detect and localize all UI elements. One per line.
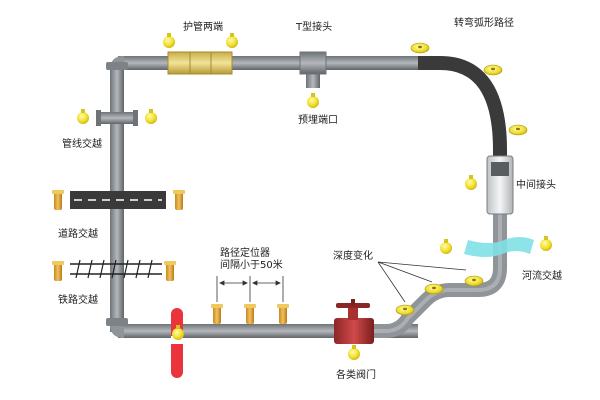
crossing-pipe	[98, 112, 136, 124]
locator-post	[52, 190, 64, 210]
label-rail-crossing: 铁路交越	[58, 295, 98, 306]
label-route-locator: 路径定位器	[220, 248, 270, 259]
ball-marker	[172, 325, 184, 340]
locator-post	[211, 304, 223, 324]
pipe-right-lower	[372, 212, 507, 338]
ball-marker	[440, 239, 452, 254]
ball-marker	[226, 33, 238, 48]
disc-marker	[424, 283, 444, 295]
valve-body	[334, 318, 374, 344]
locator-post	[164, 261, 176, 281]
disc-marker	[508, 124, 528, 136]
locator-post	[277, 304, 289, 324]
t-joint	[299, 51, 327, 75]
ball-marker	[465, 175, 477, 190]
locator-posts	[52, 190, 289, 324]
disc-marker	[410, 42, 430, 54]
railway	[70, 259, 162, 279]
label-middle-joint: 中间接头	[516, 180, 556, 191]
label-road-crossing: 道路交越	[58, 229, 98, 240]
disc-markers	[395, 42, 528, 316]
pipe-top	[118, 56, 418, 70]
locator-post	[173, 190, 185, 210]
disc-marker	[395, 304, 415, 316]
label-sleeve-ends: 护管两端	[183, 22, 223, 33]
locator-post	[244, 304, 256, 324]
ball-markers	[77, 33, 552, 360]
disc-marker	[464, 275, 484, 287]
ball-marker	[348, 345, 360, 360]
spacing-dimension	[216, 276, 284, 302]
river	[464, 237, 534, 257]
label-river-crossing: 河流交越	[522, 271, 562, 282]
label-valves: 各类阀门	[336, 370, 376, 381]
depth-pointer-lines	[377, 261, 467, 303]
label-pipe-crossing: 管线交越	[62, 139, 102, 150]
ball-marker	[163, 33, 175, 48]
ball-marker	[307, 93, 319, 108]
label-t-joint: T型接头	[296, 22, 333, 33]
ball-marker	[540, 236, 552, 251]
ball-marker	[77, 109, 89, 124]
label-depth-change: 深度变化	[333, 251, 373, 262]
label-curved-path: 转弯弧形路径	[454, 18, 514, 29]
sleeve	[167, 51, 233, 75]
label-buried-port: 预埋端口	[298, 115, 338, 126]
label-locator-spacing: 间隔小于50米	[220, 260, 283, 271]
disc-marker	[483, 64, 503, 76]
curved-pipe	[418, 56, 507, 160]
valve-handle	[336, 303, 370, 308]
ball-marker	[145, 109, 157, 124]
locator-post	[52, 261, 64, 281]
pipe-corner-bottom-left	[110, 324, 124, 338]
